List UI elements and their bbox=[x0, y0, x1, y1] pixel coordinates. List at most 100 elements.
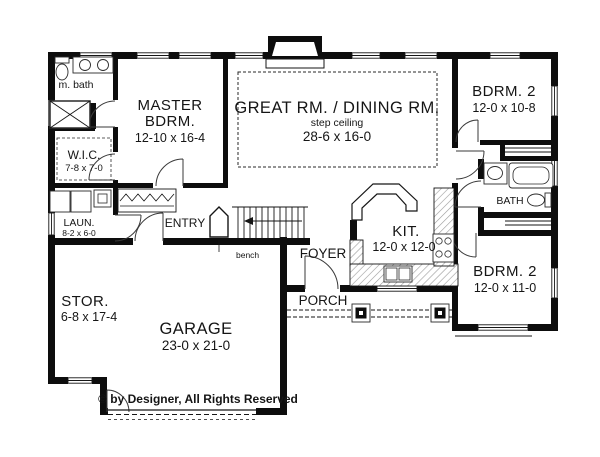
wall-segment bbox=[223, 52, 228, 188]
wall-segment bbox=[48, 238, 133, 245]
laundry-door bbox=[114, 214, 142, 242]
wic-dims: 7-8 x 7-0 bbox=[65, 163, 103, 174]
porch-column bbox=[430, 303, 450, 323]
wall-segment bbox=[452, 324, 478, 331]
entry-label: ENTRY bbox=[165, 216, 205, 230]
wall-segment bbox=[480, 140, 558, 145]
bench bbox=[209, 206, 229, 238]
great-room-note: step ceiling bbox=[311, 117, 364, 129]
kitchen-peninsula bbox=[351, 183, 418, 221]
sink-icon bbox=[79, 59, 91, 71]
wall-segment bbox=[417, 285, 458, 292]
bedroom2-bottom-label: BDRM. 2 bbox=[473, 263, 537, 280]
washer-icon bbox=[49, 190, 71, 213]
entry-closet bbox=[117, 188, 177, 213]
garage-label: GARAGE bbox=[159, 320, 232, 338]
bedroom2-bottom-closet bbox=[505, 220, 551, 226]
master-bedroom-dims: 12-10 x 16-4 bbox=[135, 131, 205, 145]
wall-segment bbox=[380, 52, 405, 59]
kitchen-label: KIT. bbox=[392, 223, 419, 240]
wall-segment bbox=[48, 235, 55, 384]
wall-segment bbox=[183, 183, 228, 188]
porch-column bbox=[351, 303, 371, 323]
wall-segment bbox=[169, 52, 179, 59]
shower-icon bbox=[49, 100, 91, 129]
storage-dims: 6-8 x 17-4 bbox=[61, 310, 117, 324]
stairs-arrow-head bbox=[244, 217, 253, 225]
garage-entry-door bbox=[134, 212, 164, 242]
toilet-icon bbox=[527, 193, 545, 207]
wall-segment bbox=[48, 183, 118, 188]
wall-segment bbox=[551, 298, 558, 331]
wall-segment bbox=[437, 52, 490, 59]
stove-icon bbox=[432, 233, 455, 263]
toilet-tank bbox=[544, 192, 552, 208]
wall-segment bbox=[350, 220, 357, 240]
laundry-label: LAUN. bbox=[64, 217, 95, 229]
hall-door bbox=[455, 150, 485, 180]
master-bath-label: m. bath bbox=[58, 79, 93, 91]
wall-segment bbox=[113, 183, 153, 188]
wic-label: W.I.C. bbox=[68, 148, 101, 162]
wall-segment bbox=[100, 377, 107, 413]
staircase bbox=[209, 206, 308, 252]
foyer-label: FOYER bbox=[300, 246, 347, 261]
wall-segment bbox=[263, 52, 270, 59]
wall-segment bbox=[478, 230, 558, 236]
wall-segment bbox=[113, 127, 118, 152]
wall-segment bbox=[452, 183, 458, 330]
wall-segment bbox=[48, 128, 55, 213]
great-room-label: GREAT RM. / DINING RM. bbox=[234, 99, 439, 117]
exterior-walls bbox=[48, 52, 558, 415]
wall-segment bbox=[90, 103, 96, 129]
great-room-dims: 28-6 x 16-0 bbox=[303, 129, 371, 144]
wall-segment bbox=[113, 188, 118, 215]
wall-segment bbox=[48, 52, 55, 100]
interior-walls bbox=[48, 52, 558, 285]
dryer-icon bbox=[70, 190, 92, 213]
bathtub-basin bbox=[512, 166, 550, 185]
master-bedroom-label2: BDRM. bbox=[145, 113, 195, 130]
copyright-notice: © by Designer, All Rights Reserved bbox=[98, 392, 298, 406]
wall-segment bbox=[48, 52, 80, 59]
wall-segment bbox=[322, 52, 352, 59]
wall-segment bbox=[551, 116, 558, 160]
wall-segment bbox=[92, 377, 107, 384]
wall-segment bbox=[528, 324, 558, 331]
master-bedroom-door bbox=[155, 158, 184, 187]
wall-segment bbox=[452, 52, 458, 148]
kitchen-dims: 12-0 x 12-0 bbox=[372, 240, 435, 254]
kitchen-counter bbox=[349, 239, 364, 267]
wall-segment bbox=[478, 207, 484, 236]
kitchen-sink-icon bbox=[383, 265, 413, 283]
windows bbox=[48, 52, 558, 384]
wall-segment bbox=[478, 159, 484, 179]
sink-icon bbox=[97, 59, 109, 71]
wall-segment bbox=[100, 408, 108, 415]
porch bbox=[287, 303, 452, 323]
bath-label: BATH bbox=[496, 195, 523, 207]
wall-segment bbox=[520, 52, 558, 59]
bedroom2-bottom-dims: 12-0 x 11-0 bbox=[474, 281, 536, 295]
closet-rod bbox=[119, 193, 175, 202]
closets bbox=[117, 147, 551, 226]
firebox bbox=[272, 42, 318, 56]
master-bath-fixtures bbox=[49, 56, 114, 181]
wall-segment bbox=[551, 52, 558, 86]
wall-segment bbox=[551, 186, 558, 268]
wall-segment bbox=[287, 285, 305, 292]
porch-label: PORCH bbox=[299, 293, 348, 308]
bench-label: bench bbox=[236, 250, 259, 260]
wall-segment bbox=[280, 237, 287, 415]
sink-icon bbox=[487, 166, 503, 180]
wall-segment bbox=[256, 408, 287, 415]
wic-outline bbox=[56, 137, 112, 181]
wall-segment bbox=[48, 377, 68, 384]
storage-label: STOR. bbox=[61, 293, 109, 310]
kitchen-fixtures bbox=[349, 183, 459, 287]
bedroom2-top-dims: 12-0 x 10-8 bbox=[472, 101, 535, 115]
master-bedroom-label: MASTER bbox=[138, 97, 203, 114]
wall-segment bbox=[340, 285, 377, 292]
garage-openings bbox=[108, 409, 256, 420]
